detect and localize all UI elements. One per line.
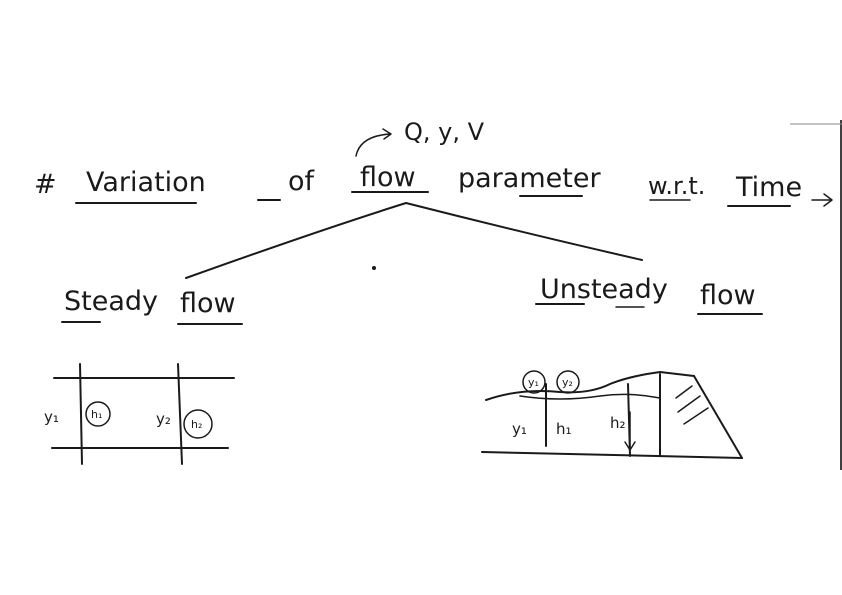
unsteady-sketch: y₁ y₂ y₁ h₁ h₂ bbox=[481, 370, 743, 459]
steady-circle-2 bbox=[183, 409, 213, 439]
steady-sketch: y₁ h₁ y₂ h₂ bbox=[44, 363, 235, 465]
hatch-1 bbox=[675, 385, 693, 399]
unsteady-y1: y₁ bbox=[512, 420, 527, 438]
arrow-right-icon bbox=[811, 193, 833, 207]
water-surface-lower bbox=[519, 393, 661, 400]
heading-flow: flow bbox=[360, 162, 416, 193]
steady-y1: y₁ bbox=[44, 408, 59, 426]
heading-hash: # bbox=[34, 169, 57, 200]
steady-circle-1 bbox=[85, 401, 111, 427]
steady-section-2 bbox=[177, 363, 183, 465]
hatch-3 bbox=[683, 407, 709, 425]
curved-arrow-icon bbox=[355, 128, 392, 157]
hatch-2 bbox=[677, 395, 701, 413]
steady-section-1 bbox=[79, 363, 83, 465]
unsteady-h1: h₁ bbox=[556, 420, 572, 438]
steady-flow-label: flow bbox=[180, 288, 236, 319]
water-surface-wave bbox=[485, 371, 695, 401]
steady-circle-1-text: h₁ bbox=[91, 408, 102, 421]
unsteady-circle-1 bbox=[522, 370, 546, 394]
dam-wall bbox=[693, 375, 743, 459]
heading-time: Time bbox=[735, 172, 802, 203]
params-annotation: Q, y, V bbox=[404, 118, 485, 146]
steady-y2: y₂ bbox=[156, 410, 171, 428]
steady-circle-2-text: h₂ bbox=[191, 418, 202, 431]
heading-of: of bbox=[288, 166, 316, 197]
heading-parameter: parameter bbox=[458, 163, 601, 194]
unsteady-circle-2-text: y₂ bbox=[562, 376, 573, 389]
unsteady-label: Unsteady bbox=[540, 274, 668, 305]
steady-label: Steady bbox=[64, 286, 158, 317]
unsteady-h2: h₂ bbox=[610, 414, 626, 432]
unsteady-circle-1-text: y₁ bbox=[528, 376, 539, 389]
unsteady-circle-2 bbox=[556, 370, 580, 394]
unsteady-flow-label: flow bbox=[700, 280, 756, 311]
heading-wrt: w.r.t. bbox=[648, 172, 705, 200]
depth-arrow-icon bbox=[624, 411, 636, 451]
branch-line-right bbox=[405, 202, 643, 261]
heading-variation: Variation bbox=[86, 167, 206, 198]
ink-dot bbox=[372, 266, 376, 270]
unsteady-bed-line bbox=[481, 451, 743, 459]
branch-line-left bbox=[185, 202, 407, 279]
